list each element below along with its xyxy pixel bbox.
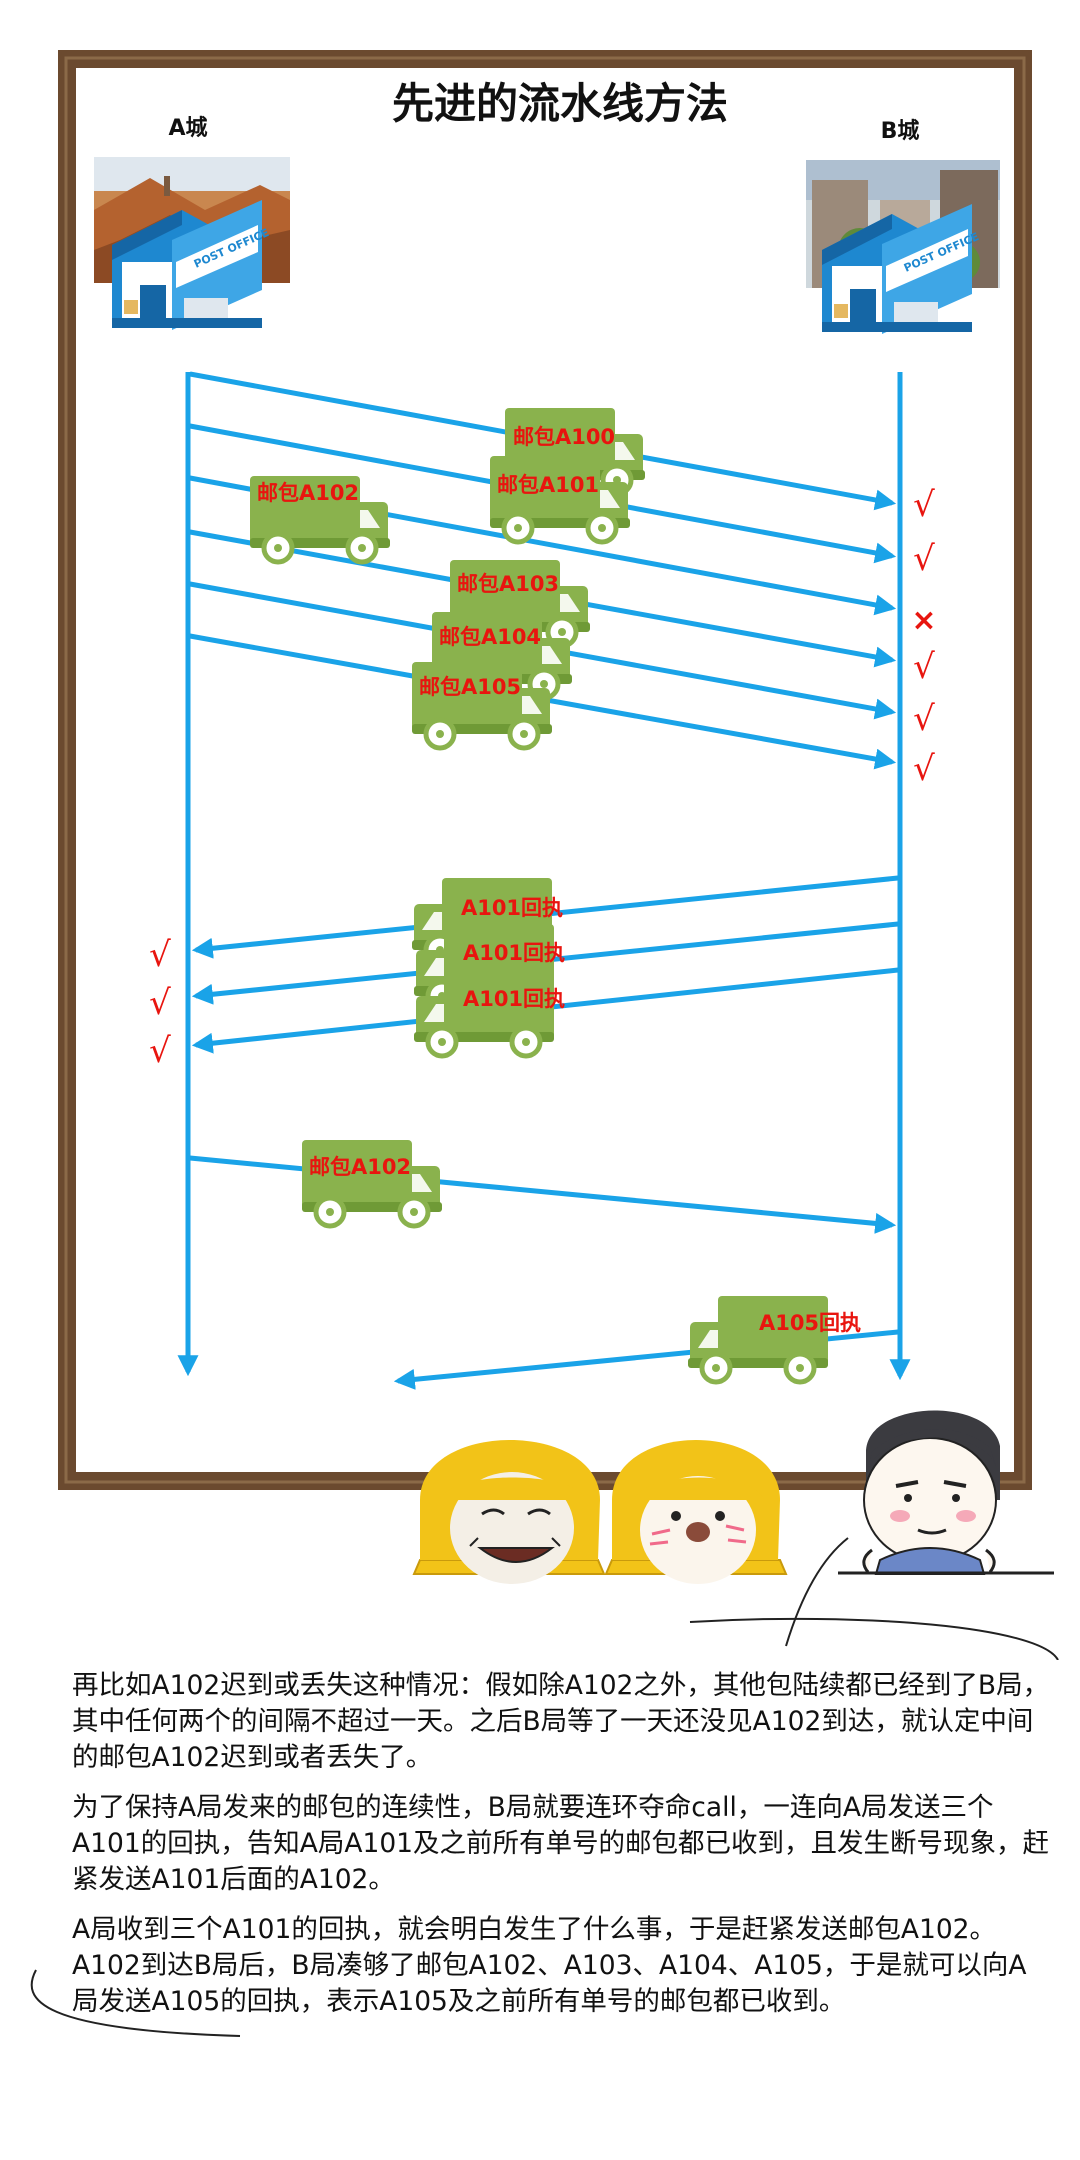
mark-b-3: × <box>911 603 936 638</box>
truck-a104: 邮包A104 <box>432 612 572 698</box>
mark-b-4: √ <box>913 647 935 687</box>
svg-text:邮包A100: 邮包A100 <box>513 425 615 449</box>
mark-b-2: √ <box>913 539 935 579</box>
svg-text:邮包A102: 邮包A102 <box>309 1155 411 1179</box>
city-b-post-office: POST OFFICE <box>806 160 1000 334</box>
marks-a: √ √ √ <box>149 935 171 1071</box>
truck-a102-resend: 邮包A102 <box>302 1140 442 1226</box>
svg-text:邮包A102: 邮包A102 <box>257 481 359 505</box>
truck-ack-a101-1: A101回执 <box>412 878 563 964</box>
mark-b-1: √ <box>913 485 935 525</box>
svg-text:A101回执: A101回执 <box>461 896 563 920</box>
truck-a101: 邮包A101 <box>490 456 630 542</box>
mark-b-6: √ <box>913 749 935 789</box>
diagram-title: 先进的流水线方法 <box>392 79 728 128</box>
courier-laughing-character <box>412 1440 606 1584</box>
city-a-post-office: POST OFFICE <box>94 157 290 330</box>
svg-text:A101回执: A101回执 <box>463 987 565 1011</box>
truck-ack-a101-3: A101回执 <box>414 970 565 1056</box>
paragraph-2: 为了保持A局发来的邮包的连续性，B局就要连环夺命call，一连向A局发送三个A1… <box>72 1792 1050 1895</box>
marks-b: √ √ × √ √ √ <box>911 485 936 789</box>
bubble-line-top <box>689 1617 1059 1660</box>
truck-a105: 邮包A105 <box>412 662 552 748</box>
svg-text:A105回执: A105回执 <box>759 1311 861 1335</box>
city-a-label: A城 <box>168 115 207 141</box>
mark-a-2: √ <box>149 983 171 1023</box>
paragraph-1: 再比如A102迟到或丢失这种情况：假如除A102之外，其他包陆续都已经到了B局，… <box>72 1670 1050 1773</box>
svg-text:邮包A105: 邮包A105 <box>419 675 521 699</box>
diagram: 先进的流水线方法 A城 B城 POST OFFICE POST OFFI <box>58 50 1059 1660</box>
thinking-man-character <box>838 1410 1054 1575</box>
svg-text:邮包A101: 邮包A101 <box>497 473 599 497</box>
truck-a102: 邮包A102 <box>250 476 390 562</box>
truck-ack-a105: A105回执 <box>688 1296 861 1382</box>
bubble-line <box>785 1537 849 1647</box>
svg-text:邮包A104: 邮包A104 <box>439 625 541 649</box>
mark-b-5: √ <box>913 699 935 739</box>
svg-text:邮包A103: 邮包A103 <box>457 572 559 596</box>
mark-a-3: √ <box>149 1031 171 1071</box>
city-b-label: B城 <box>881 118 920 144</box>
courier-blushing-character <box>604 1440 788 1584</box>
mark-a-1: √ <box>149 935 171 975</box>
bubble-line-bottom <box>30 1969 241 2037</box>
truck-a100: 邮包A100 <box>505 408 645 494</box>
paragraph-3: A局收到三个A101的回执，就会明白发生了什么事，于是赶紧发送邮包A102。A1… <box>72 1914 1027 2017</box>
truck-a103: 邮包A103 <box>450 560 590 646</box>
svg-text:A101回执: A101回执 <box>463 941 565 965</box>
truck-ack-a101-2: A101回执 <box>414 924 565 1010</box>
